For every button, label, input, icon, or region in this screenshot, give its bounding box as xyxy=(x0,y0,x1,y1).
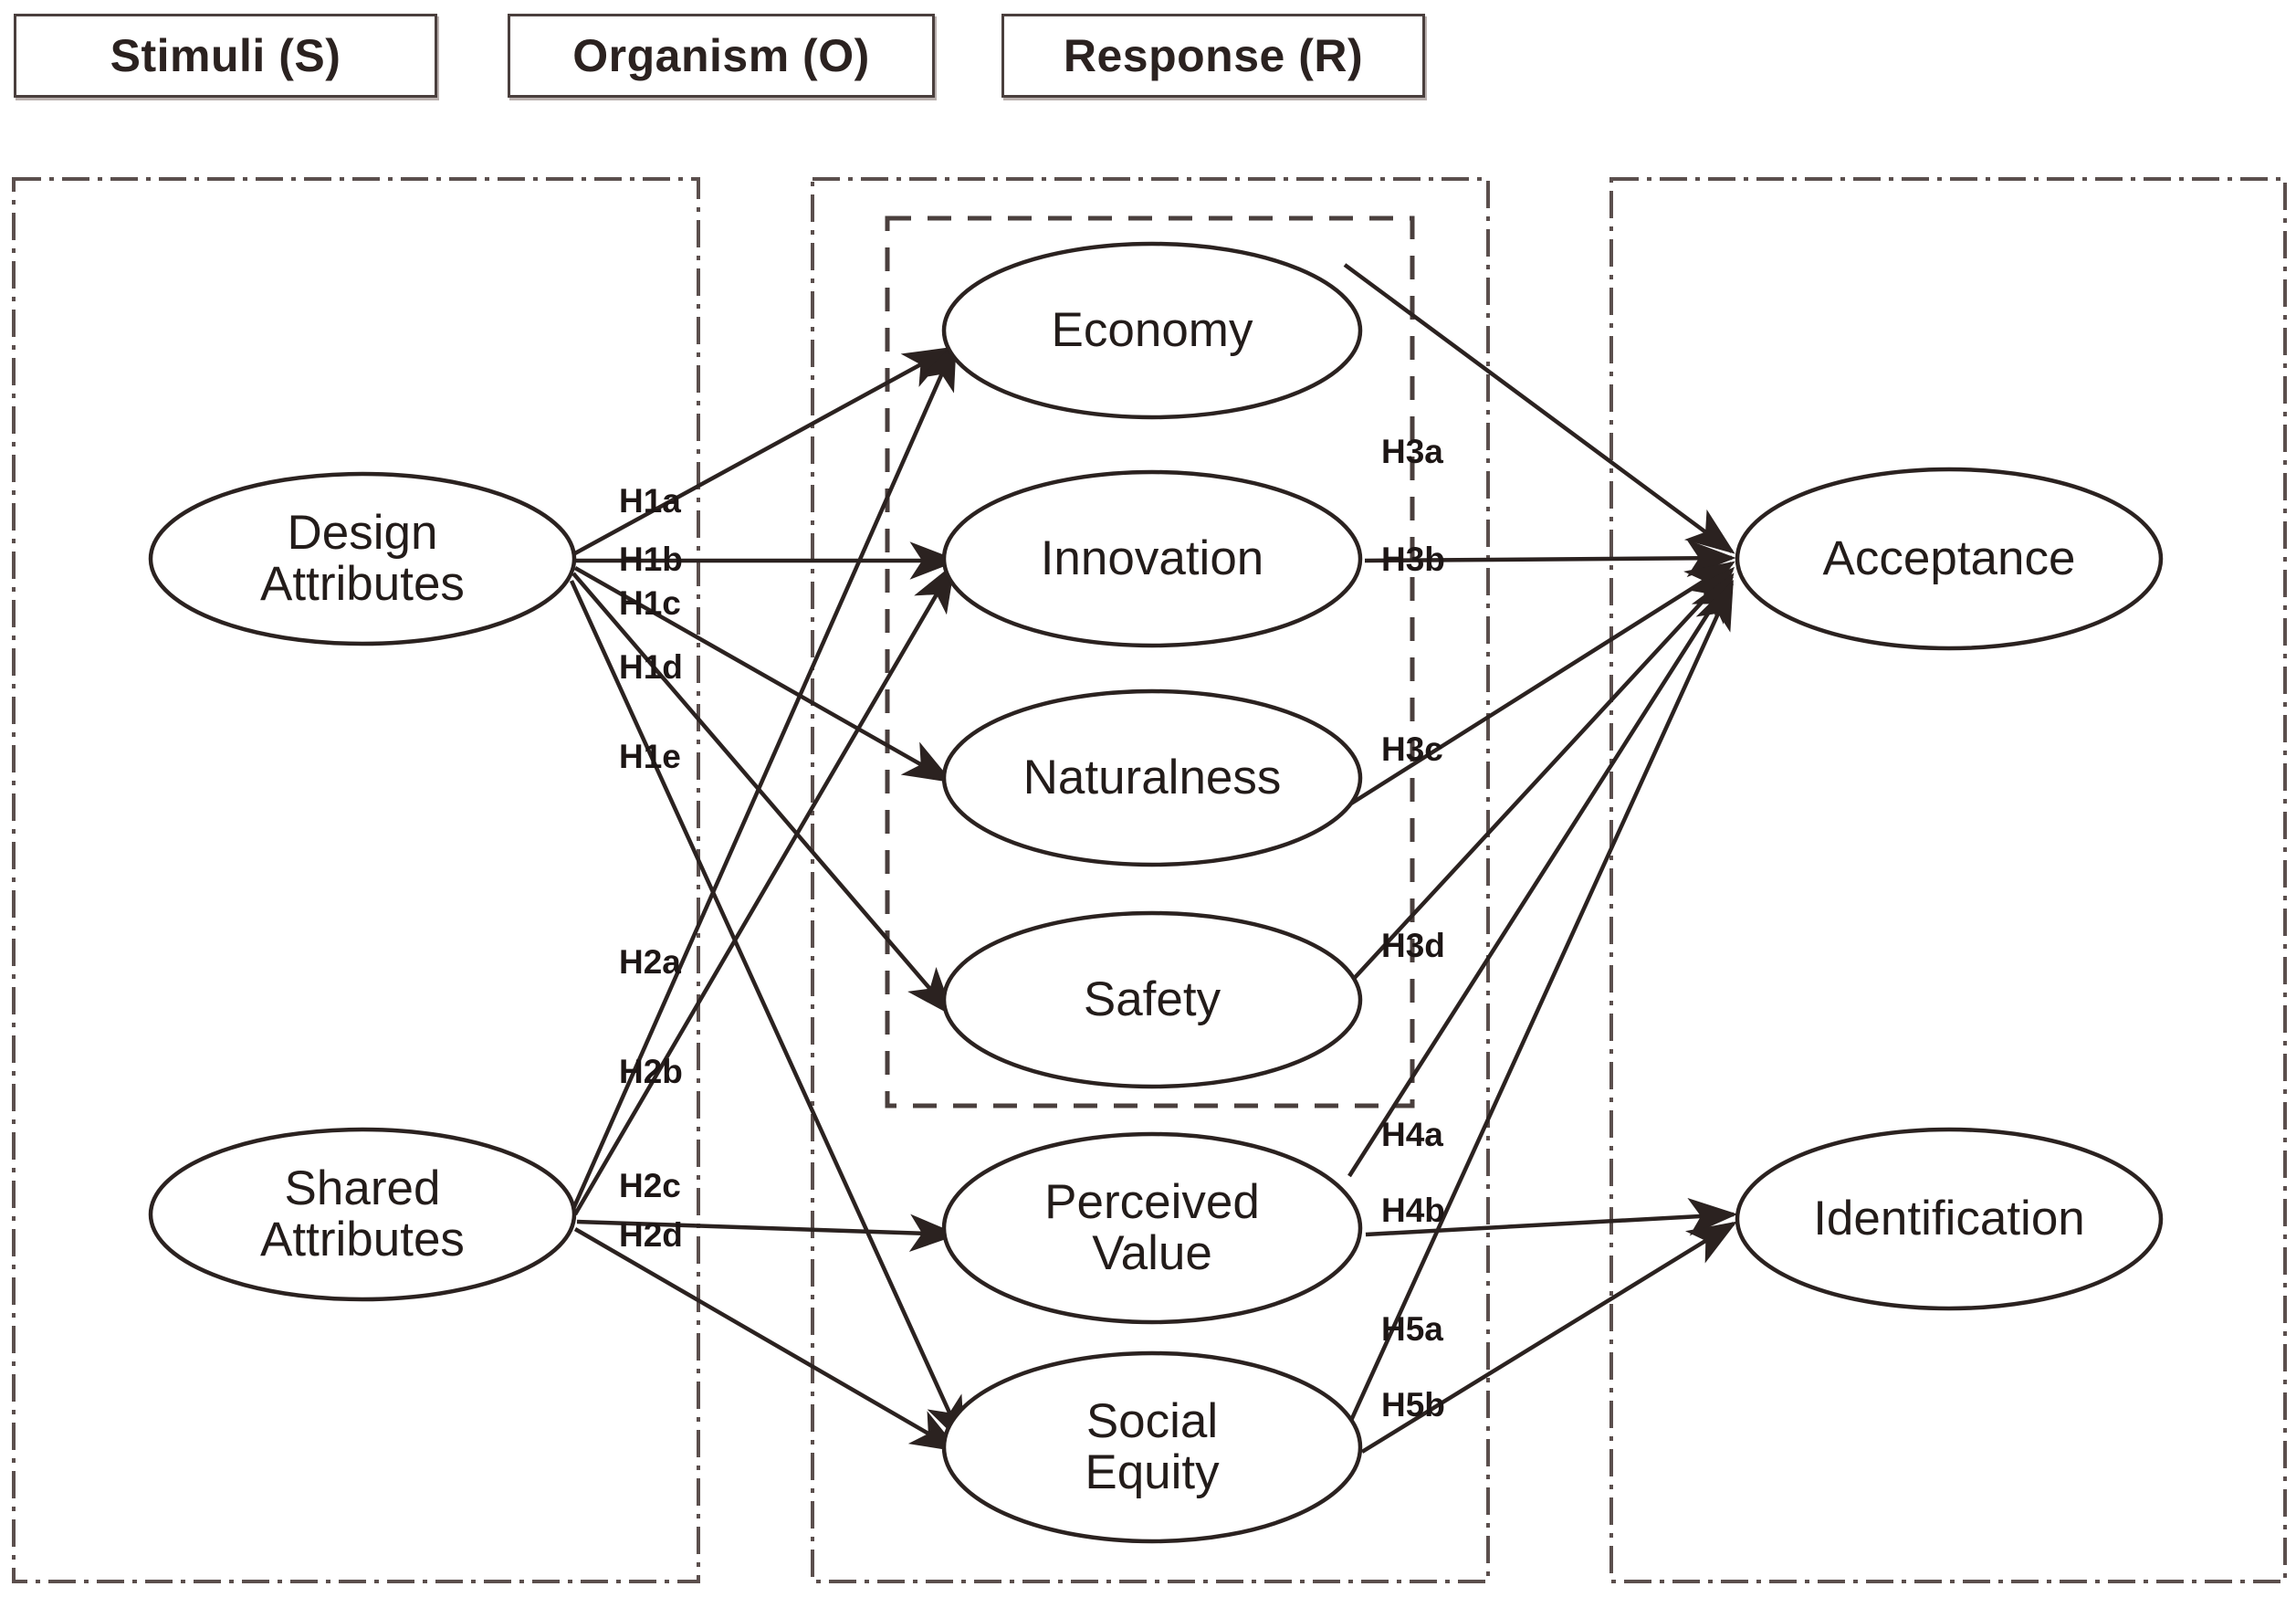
node-label-acceptance: Acceptance xyxy=(1822,531,2076,586)
edge-H1e xyxy=(569,580,966,1447)
edge-H3c xyxy=(1349,561,1735,805)
node-naturalness xyxy=(941,688,1363,867)
hypothesis-label-H3c: H3c xyxy=(1381,730,1443,768)
hypothesis-label-H2b: H2b xyxy=(619,1053,683,1090)
node-perceived-value xyxy=(941,1131,1363,1325)
edge-H1d xyxy=(571,572,954,1017)
node-innovation xyxy=(941,469,1363,648)
inner-dashed-box xyxy=(885,215,1415,1108)
node-label-shared-attributes: Shared Attributes xyxy=(260,1161,465,1266)
hypothesis-label-H5b: H5b xyxy=(1381,1386,1445,1424)
header-box-response: Response (R) xyxy=(1001,14,1425,98)
edge-H1a xyxy=(571,346,953,556)
node-economy xyxy=(941,241,1363,420)
hypothesis-label-H1d: H1d xyxy=(619,648,683,686)
hypothesis-label-H1c: H1c xyxy=(619,584,681,622)
hypothesis-label-H2d: H2d xyxy=(619,1216,683,1254)
node-safety xyxy=(941,910,1363,1089)
edge-group xyxy=(569,263,1738,1454)
region-box-response xyxy=(1609,177,2287,1583)
hypothesis-label-H2a: H2a xyxy=(619,943,681,981)
header-label-organism: Organism (O) xyxy=(572,30,870,81)
node-label-economy: Economy xyxy=(1051,303,1253,358)
edge-H4b xyxy=(1365,1198,1738,1237)
node-identification xyxy=(1735,1127,2164,1311)
hypothesis-label-H1b: H1b xyxy=(619,541,683,578)
node-label-innovation: Innovation xyxy=(1040,531,1264,586)
edge-H1c xyxy=(573,566,953,783)
region-box-stimuli xyxy=(12,177,700,1583)
edge-H5b xyxy=(1360,1221,1737,1454)
edge-H4a xyxy=(1347,573,1735,1178)
edge-H3d xyxy=(1349,566,1735,983)
edge-H5a xyxy=(1347,579,1735,1425)
hypothesis-label-H3a: H3a xyxy=(1381,433,1443,470)
node-social-equity xyxy=(941,1350,1363,1544)
node-label-naturalness: Naturalness xyxy=(1022,751,1282,805)
hypothesis-label-H1a: H1a xyxy=(619,482,681,520)
node-label-perceived-value: Perceived Value xyxy=(1044,1175,1260,1280)
edge-H3b xyxy=(1364,539,1736,578)
header-box-organism: Organism (O) xyxy=(508,14,935,98)
hypothesis-label-H3d: H3d xyxy=(1381,927,1445,964)
header-box-stimuli: Stimuli (S) xyxy=(14,14,437,98)
node-label-social-equity: Social Equity xyxy=(1085,1394,1220,1499)
hypothesis-label-H3b: H3b xyxy=(1381,541,1445,578)
region-box-organism xyxy=(811,177,1490,1583)
node-design-attributes xyxy=(148,471,577,646)
hypothesis-label-H2c: H2c xyxy=(619,1167,681,1204)
header-label-stimuli: Stimuli (S) xyxy=(110,30,341,81)
node-label-design-attributes: Design Attributes xyxy=(260,506,465,611)
edge-H2a xyxy=(571,340,958,1210)
node-shared-attributes xyxy=(148,1127,577,1302)
header-label-response: Response (R) xyxy=(1063,30,1364,81)
edge-H2b xyxy=(573,562,956,1216)
node-acceptance xyxy=(1735,467,2164,651)
edge-H2c xyxy=(576,1214,959,1253)
edge-H3a xyxy=(1343,263,1735,554)
node-label-safety: Safety xyxy=(1083,972,1221,1027)
hypothesis-label-H5a: H5a xyxy=(1381,1310,1443,1348)
node-label-identification: Identification xyxy=(1813,1192,2085,1246)
hypothesis-label-H4a: H4a xyxy=(1381,1116,1443,1153)
hypothesis-label-H1e: H1e xyxy=(619,738,681,775)
edge-H2d xyxy=(573,1227,960,1453)
hypothesis-label-H4b: H4b xyxy=(1381,1192,1445,1229)
